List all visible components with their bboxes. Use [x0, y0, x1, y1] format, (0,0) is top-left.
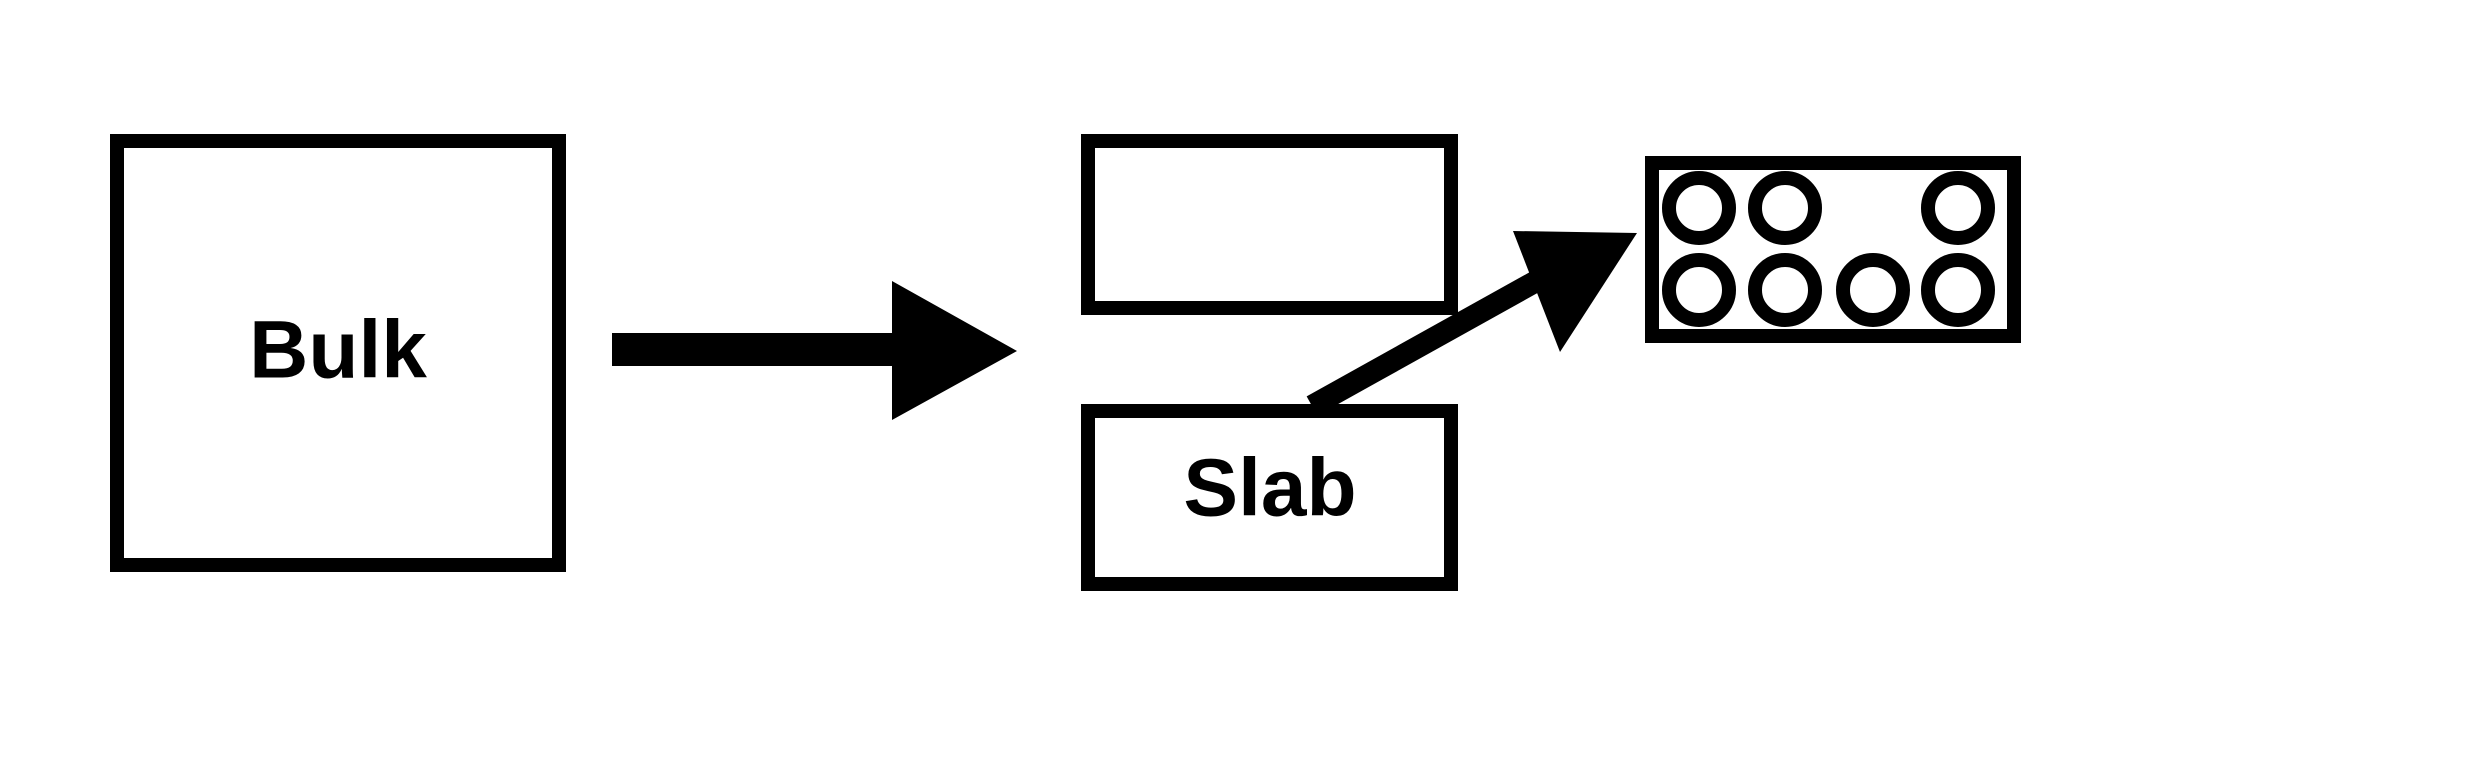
lattice-ring: [1662, 171, 1736, 245]
slab-label: Slab: [1183, 443, 1356, 534]
diagonal-arrow-shaft: [1306, 269, 1546, 416]
bulk-box: [110, 134, 566, 572]
slab-box: [1081, 404, 1458, 591]
bulk-to-slab-arrow: [612, 281, 1017, 420]
lattice-ring: [1748, 171, 1822, 245]
lattice-ring: [1748, 253, 1822, 327]
cell-ring-lattice: [1662, 171, 1995, 327]
lattice-ring: [1921, 253, 1995, 327]
lattice-ring: [1921, 171, 1995, 245]
slab-to-cell-arrow: [1306, 231, 1637, 416]
empty-slab-box: [1081, 134, 1458, 315]
diagonal-arrow-head: [1513, 231, 1637, 352]
lattice-ring: [1662, 253, 1736, 327]
arrow-head: [892, 281, 1017, 420]
arrow-shaft: [612, 333, 930, 366]
bulk-label: Bulk: [249, 305, 427, 396]
lattice-ring: [1836, 253, 1910, 327]
